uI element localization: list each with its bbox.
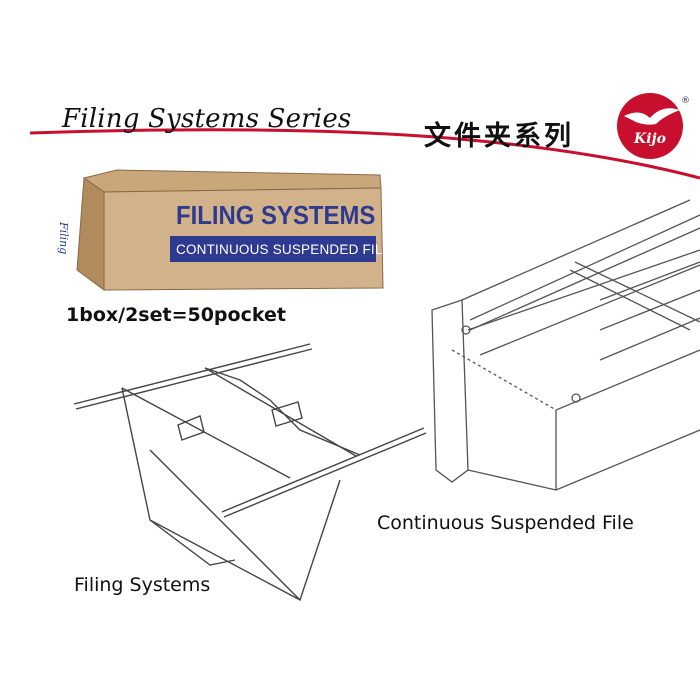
filing-systems-caption: Filing Systems [74,574,211,596]
box-side-text: Filing [57,222,70,255]
box-print-title: FILING SYSTEMS [176,200,376,230]
red-swoosh-line [29,128,700,180]
suspended-file-caption: Continuous Suspended File [377,512,634,534]
registered-mark: ® [681,96,690,106]
cardboard-box [76,169,384,291]
hanging-file-drawing [73,343,427,602]
box-print-subtitle: CONTINUOUS SUSPENDED FILE [176,242,392,257]
chinese-title: 文件夹系列 [424,121,574,152]
brand-logo-text: Kijo [634,131,666,147]
kijo-logo [617,93,683,159]
drawer-drawing [431,199,700,491]
box-count-caption: 1box/2set=50pocket [66,304,286,326]
series-title: Filing Systems Series [62,104,352,134]
